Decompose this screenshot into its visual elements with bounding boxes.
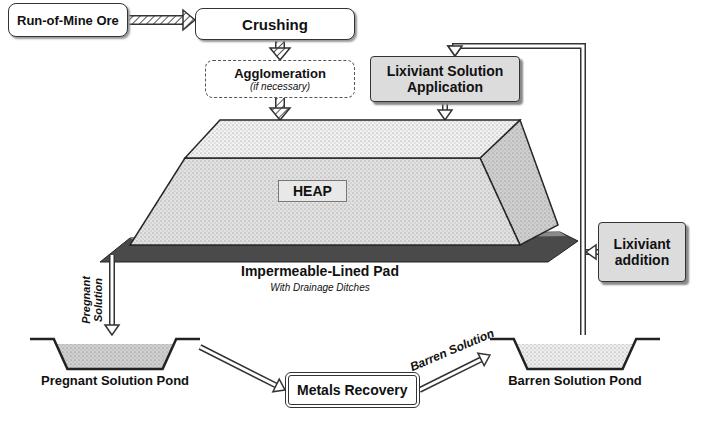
process-box: Crushing [195, 8, 355, 40]
pond-drawing [30, 335, 200, 371]
pond-drawing [490, 335, 660, 371]
node-text: Lixiviant addition [607, 236, 677, 268]
heap-shape: HEAP [100, 120, 560, 255]
stipple-texture [516, 344, 633, 368]
arrow-body [128, 17, 186, 24]
arrowhead [105, 325, 119, 335]
ore-flow-arrow [270, 98, 290, 120]
arrowhead [438, 110, 452, 120]
arrowhead [270, 48, 290, 60]
pad-label: Impermeable-Lined Pad [241, 263, 399, 279]
heap-top-face [185, 120, 520, 158]
arrow-outline [109, 255, 115, 327]
solution-flow-arrow [438, 102, 452, 120]
node-text: Barren Solution Pond [490, 373, 660, 388]
node-text: Pregnant Solution Pond [30, 373, 200, 388]
arrowhead [273, 379, 285, 391]
arrow-body [200, 347, 278, 386]
node-text: Crushing [242, 16, 308, 33]
node-text: Agglomeration [234, 66, 326, 81]
optional-step-box: Agglomeration(if necessary) [205, 60, 355, 98]
arrowhead [448, 46, 462, 56]
node-text: Run-of-Mine Ore [17, 13, 119, 28]
reagent-box: Lixiviant addition [598, 222, 686, 282]
arrow-body [111, 255, 114, 327]
arrowhead [183, 10, 195, 30]
edge-label: Pregnant Solution [80, 267, 104, 333]
arrowhead [270, 108, 290, 120]
ore-flow-arrow [270, 40, 290, 60]
solution-flow-arrow [200, 347, 285, 392]
pond-outline [30, 339, 200, 369]
solution-pond: Pregnant Solution Pond [30, 335, 200, 391]
edge-label: Barren Solution [408, 326, 496, 374]
stipple-texture [56, 344, 173, 368]
heap-front-face [130, 158, 520, 245]
solution-flow-arrow [105, 255, 119, 335]
node-note: (if necessary) [250, 81, 310, 92]
process-box: Run-of-Mine Ore [8, 3, 128, 37]
reagent-box: Lixiviant Solution Application [370, 56, 520, 102]
pond-outline [490, 339, 660, 369]
arrowhead [586, 245, 596, 259]
node-text: Lixiviant Solution Application [379, 63, 511, 95]
node-text: HEAP [278, 180, 347, 202]
arrowhead [448, 46, 462, 56]
pad-note: With Drainage Ditches [270, 282, 369, 293]
arrowhead [478, 353, 490, 366]
arrow-outline [200, 347, 278, 386]
process-box: Metals Recovery [285, 372, 420, 408]
node-text: Metals Recovery [297, 382, 408, 398]
stipple-texture [185, 120, 520, 158]
ore-flow-arrow [128, 10, 195, 30]
stipple-texture [130, 158, 520, 245]
pond-liquid [56, 344, 173, 368]
solution-pond: Barren Solution Pond [490, 335, 660, 391]
pond-liquid [516, 344, 633, 368]
arrow-outline [128, 15, 186, 25]
